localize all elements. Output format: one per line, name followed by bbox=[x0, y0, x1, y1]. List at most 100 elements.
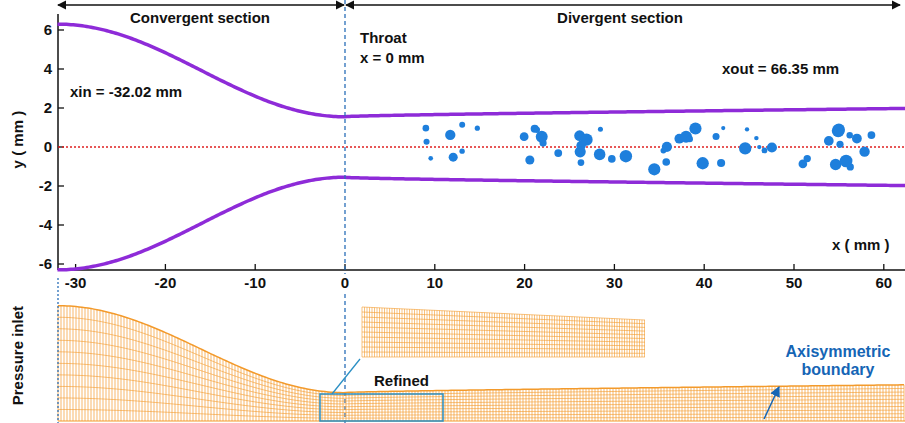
nozzle-wall bbox=[57, 177, 905, 270]
tick-label: 2 bbox=[44, 99, 52, 116]
inset-mesh bbox=[362, 357, 645, 358]
inset-mesh bbox=[362, 352, 645, 353]
droplet bbox=[767, 142, 777, 152]
tick bbox=[434, 264, 435, 270]
mesh-line bbox=[58, 306, 904, 393]
tick-label: -2 bbox=[39, 177, 52, 194]
droplet bbox=[739, 142, 751, 154]
droplet bbox=[799, 160, 808, 169]
tick bbox=[58, 224, 64, 225]
tick-label: -10 bbox=[242, 274, 268, 291]
droplet bbox=[578, 159, 585, 166]
tick bbox=[793, 264, 794, 270]
droplet bbox=[697, 157, 709, 169]
tick-label: 30 bbox=[604, 274, 625, 291]
inset-mesh bbox=[362, 322, 645, 331]
droplet bbox=[757, 145, 761, 149]
tick bbox=[58, 29, 64, 30]
tick bbox=[255, 264, 256, 270]
droplet bbox=[525, 156, 534, 165]
tick bbox=[58, 107, 64, 108]
droplet bbox=[648, 163, 660, 175]
droplet bbox=[598, 127, 603, 132]
tick-label: -30 bbox=[63, 274, 89, 291]
droplet bbox=[536, 131, 548, 143]
nozzle-wall bbox=[57, 24, 905, 117]
droplet bbox=[680, 131, 692, 143]
mesh-panel bbox=[58, 278, 905, 423]
droplet bbox=[745, 127, 749, 131]
inset-mesh bbox=[362, 332, 645, 339]
droplet bbox=[717, 159, 725, 167]
droplet bbox=[459, 148, 464, 153]
tick-label: -20 bbox=[153, 274, 179, 291]
tick bbox=[165, 264, 166, 270]
nozzle-plot bbox=[57, 0, 905, 423]
axis-title: y ( mm ) bbox=[9, 111, 26, 169]
droplet bbox=[824, 136, 834, 146]
tick bbox=[704, 264, 705, 270]
tick-label: 4 bbox=[44, 60, 52, 77]
droplet bbox=[868, 131, 876, 139]
annotation: Convergent section bbox=[130, 9, 270, 26]
droplet bbox=[423, 125, 430, 132]
droplet bbox=[687, 136, 693, 142]
tick-label: 50 bbox=[784, 274, 805, 291]
droplet bbox=[475, 126, 480, 131]
tick-label: 6 bbox=[44, 21, 52, 38]
annotation: xout = 66.35 mm bbox=[722, 60, 839, 77]
droplet bbox=[713, 133, 720, 140]
mesh-line bbox=[58, 329, 904, 399]
droplet bbox=[459, 122, 465, 128]
throat-line bbox=[344, 0, 345, 423]
annotation: Divergent section bbox=[557, 9, 683, 26]
axis-boundary bbox=[58, 420, 905, 421]
droplet bbox=[449, 153, 458, 162]
tick-label: 40 bbox=[694, 274, 715, 291]
droplet bbox=[554, 149, 562, 157]
inset-mesh bbox=[362, 307, 645, 320]
tick bbox=[614, 264, 615, 270]
refined-box bbox=[320, 394, 443, 421]
tick-label: 0 bbox=[339, 274, 351, 291]
droplet bbox=[840, 155, 853, 168]
mesh-line bbox=[58, 317, 904, 395]
droplet bbox=[594, 149, 606, 161]
tick-label: 0 bbox=[44, 138, 52, 155]
tick bbox=[524, 264, 525, 270]
droplet bbox=[762, 148, 768, 154]
boundary-arrow bbox=[764, 387, 779, 419]
annotation: Throat bbox=[360, 29, 407, 46]
droplet bbox=[859, 146, 869, 156]
inset-mesh bbox=[362, 347, 645, 350]
axis-title: x ( mm ) bbox=[832, 236, 890, 253]
droplet bbox=[754, 136, 758, 140]
droplet bbox=[662, 142, 672, 152]
annotation: xin = -32.02 mm bbox=[70, 83, 182, 100]
droplet bbox=[832, 124, 845, 137]
mesh-line bbox=[58, 398, 904, 415]
tick-label: 60 bbox=[873, 274, 894, 291]
inset-mesh bbox=[362, 342, 645, 346]
droplet bbox=[846, 132, 852, 138]
leader-line bbox=[332, 359, 360, 394]
droplet bbox=[662, 158, 670, 166]
section-arrow bbox=[346, 4, 900, 5]
annotation: Pressure inlet bbox=[9, 306, 26, 405]
droplet bbox=[689, 122, 701, 134]
x-axis bbox=[58, 269, 905, 271]
annotation: Axisymmetric boundary bbox=[774, 343, 902, 380]
tick bbox=[58, 263, 64, 264]
droplet bbox=[608, 155, 616, 163]
centerline bbox=[58, 146, 905, 147]
annotation: Refined bbox=[372, 372, 431, 389]
tick bbox=[58, 68, 64, 69]
tick-label: -4 bbox=[39, 216, 52, 233]
droplet bbox=[620, 150, 632, 162]
droplet bbox=[428, 156, 433, 161]
droplet bbox=[836, 141, 843, 148]
annotation: x = 0 mm bbox=[360, 49, 425, 66]
y-axis bbox=[57, 14, 59, 270]
tick bbox=[883, 264, 884, 270]
inset-mesh bbox=[362, 327, 645, 335]
